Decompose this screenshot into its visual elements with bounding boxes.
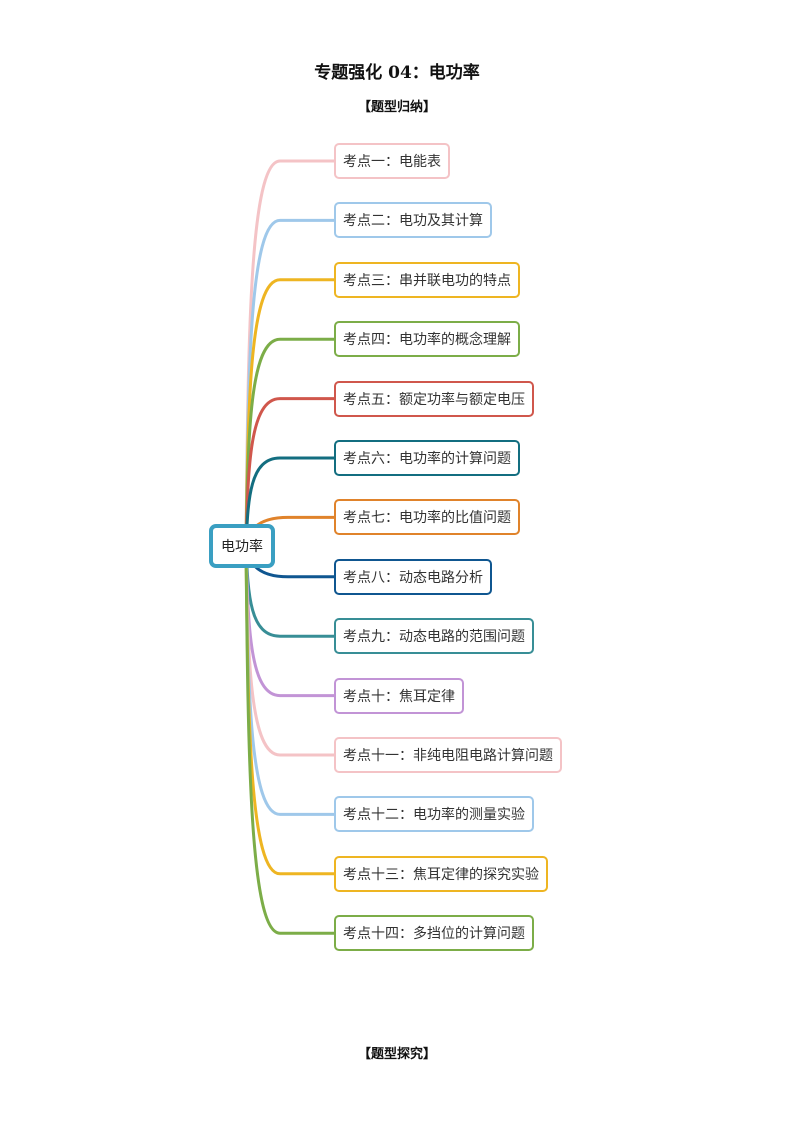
connector-13 xyxy=(244,544,336,876)
topic-node-13[interactable]: 考点十三：焦耳定律的探究实验 xyxy=(334,855,548,892)
connector-1 xyxy=(244,159,336,548)
topic-node-2[interactable]: 考点二：电功及其计算 xyxy=(334,202,492,239)
mindmap-center-node[interactable]: 电功率 xyxy=(209,524,275,568)
connector-2 xyxy=(244,218,336,548)
topic-node-14[interactable]: 考点十四：多挡位的计算问题 xyxy=(334,915,534,952)
section-heading-explore: 【题型探究】 xyxy=(357,1047,436,1062)
topic-node-1[interactable]: 考点一：电能表 xyxy=(334,143,450,179)
topic-node-8[interactable]: 考点八：动态电路分析 xyxy=(334,558,492,595)
topic-node-12[interactable]: 考点十二：电功率的测量实验 xyxy=(334,796,534,833)
topic-node-5[interactable]: 考点五：额定功率与额定电压 xyxy=(334,380,534,417)
topic-node-10[interactable]: 考点十：焦耳定律 xyxy=(334,677,464,714)
topic-node-4[interactable]: 考点四：电功率的概念理解 xyxy=(334,321,520,358)
topic-node-9[interactable]: 考点九：动态电路的范围问题 xyxy=(334,618,534,655)
topic-node-7[interactable]: 考点七：电功率的比值问题 xyxy=(334,499,520,536)
topic-node-3[interactable]: 考点三：串并联电功的特点 xyxy=(334,261,520,298)
topic-node-6[interactable]: 考点六：电功率的计算问题 xyxy=(334,440,520,476)
connector-3 xyxy=(244,278,336,548)
topic-node-11[interactable]: 考点十一：非纯电阻电路计算问题 xyxy=(334,737,562,773)
connector-14 xyxy=(244,544,336,935)
section-heading-summary: 【题型归纳】 xyxy=(357,100,436,115)
document-title: 专题强化 04：电功率 xyxy=(314,63,480,83)
connector-4 xyxy=(244,337,336,548)
